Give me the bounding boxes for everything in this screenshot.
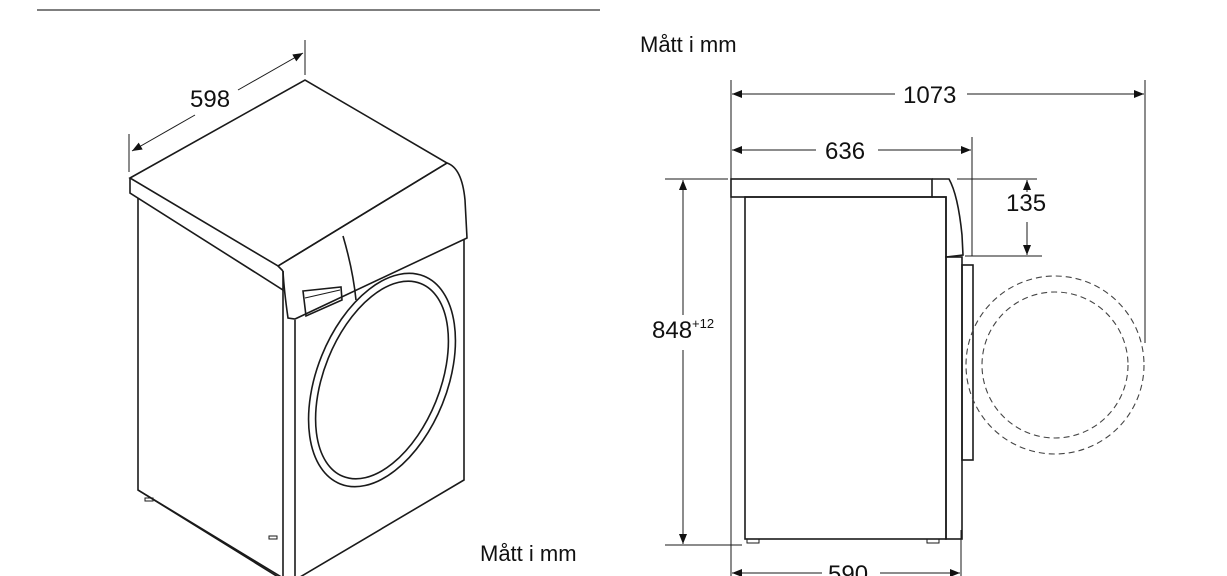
top-surface	[128, 79, 449, 267]
door-inner	[314, 280, 450, 480]
door-outer	[307, 272, 457, 488]
panel-profile	[932, 178, 964, 258]
foot	[144, 497, 154, 502]
unit-note-left: Mått i mm	[480, 541, 577, 566]
detergent-drawer	[302, 286, 343, 318]
depth-top-label: 636	[825, 138, 865, 165]
side-view: 1073 636 135 848+12 590	[652, 80, 1146, 576]
top-panel-height-label: 135	[1006, 190, 1046, 217]
foot	[268, 535, 278, 540]
front-face	[294, 240, 465, 576]
feet	[746, 538, 940, 544]
unit-note-right: Mått i mm	[640, 32, 737, 57]
isometric-view: 598	[128, 40, 468, 576]
door-swing-inner	[981, 291, 1129, 439]
control-panel	[277, 162, 468, 320]
top-slab	[730, 178, 933, 198]
front-panel	[945, 256, 963, 540]
depth-body-label: 590	[828, 561, 868, 576]
height-label: 848+12	[652, 316, 714, 344]
door-swing-outer	[965, 275, 1145, 455]
depth-door-open-label: 1073	[903, 82, 956, 109]
width-label: 598	[190, 86, 230, 113]
door	[961, 264, 974, 461]
body	[744, 196, 947, 540]
